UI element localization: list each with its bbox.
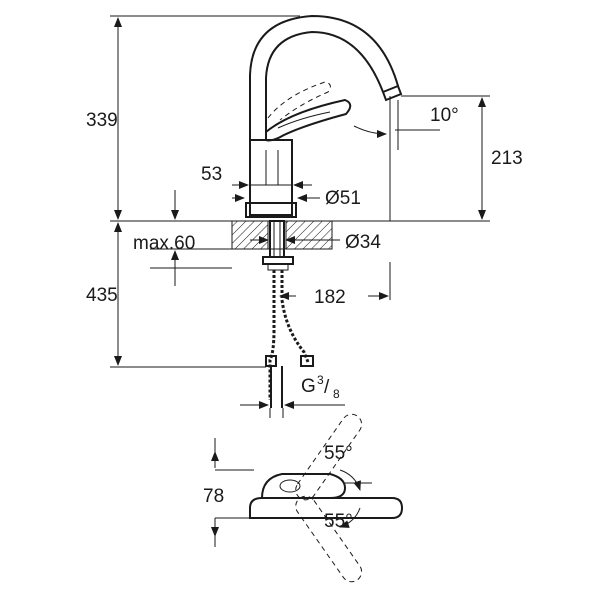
faucet-body [249, 139, 293, 216]
spout-outer [249, 14, 399, 160]
label-thread-slash: / [324, 377, 330, 398]
extension-lines [110, 15, 490, 418]
label-spout-angle: 10° [430, 105, 459, 126]
label-spout-height: 213 [491, 148, 523, 169]
base-flange [245, 202, 297, 218]
label-total-height: 339 [86, 110, 118, 131]
faucet-top-view [211, 413, 404, 583]
dimension-lines [114, 17, 486, 409]
lever-detail [277, 111, 331, 129]
counter-left [231, 220, 269, 250]
base-outline-top [249, 497, 404, 519]
spout-inner [265, 30, 384, 135]
mounting-assembly [262, 220, 314, 408]
countertop [231, 220, 333, 250]
spout-tip [381, 84, 403, 102]
label-thread-den: 8 [333, 387, 340, 401]
label-max-thickness: max.60 [133, 233, 195, 254]
label-below-height: 435 [86, 285, 118, 306]
label-hole-diameter: Ø34 [345, 232, 381, 253]
mounting-nut [262, 256, 294, 265]
lever-alt-position [267, 81, 331, 121]
counter-right [285, 220, 333, 250]
label-thread-num: 3 [317, 373, 324, 387]
label-thread-prefix: G [301, 376, 316, 397]
label-base-to-spout: 53 [201, 164, 222, 185]
label-base-diameter: Ø51 [325, 188, 361, 209]
label-lever-height: 78 [203, 486, 224, 507]
lever-handle [265, 98, 352, 142]
label-lever-angle-bottom: 55° [324, 511, 353, 532]
label-lever-angle-top: 55° [324, 443, 353, 464]
faucet-side-view [245, 14, 403, 218]
dimension-labels: 339 213 53 Ø51 max.60 Ø34 435 182 G 3 / … [86, 105, 523, 532]
lever-top [261, 473, 347, 499]
hose-left [268, 270, 276, 400]
hose-right [280, 270, 310, 363]
label-reach: 182 [314, 287, 346, 308]
